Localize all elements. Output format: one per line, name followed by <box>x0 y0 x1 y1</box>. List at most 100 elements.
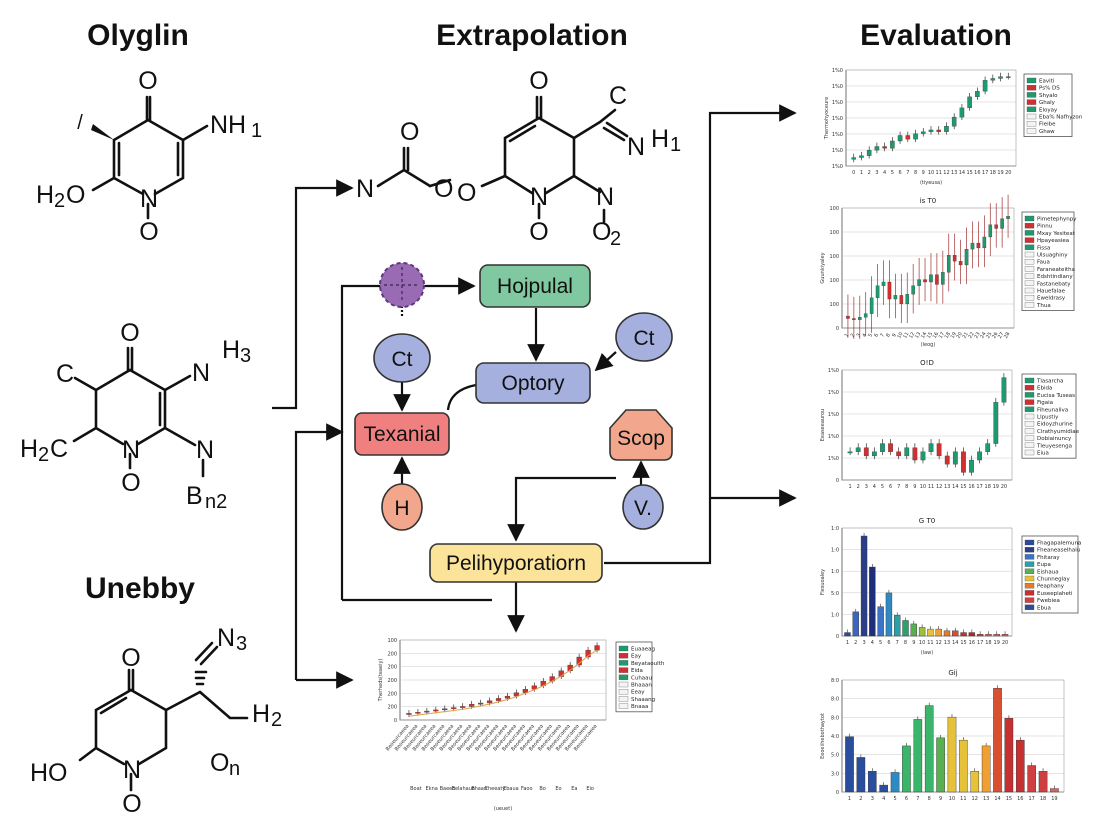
legend-label: Ebua <box>1037 605 1051 611</box>
legend-label: Tleuyesenga <box>1036 443 1072 449</box>
y-tick-label: 1%0 <box>828 412 839 418</box>
legend-label: Ebida <box>1037 386 1052 392</box>
candle-body <box>874 146 880 151</box>
atom: B <box>186 482 203 510</box>
x-tick-label: 8 <box>904 640 907 646</box>
candle-body <box>899 295 904 305</box>
candle-body <box>936 129 942 132</box>
y-tick-label: 8:0 <box>831 678 839 684</box>
x-tick-label: 18 <box>1040 796 1046 802</box>
x-tick-label: Ebaua <box>503 786 519 792</box>
legend-label: Cuhaau <box>631 675 652 681</box>
x-tick-label: 1 <box>860 170 863 176</box>
x-tick-label: 24 <box>979 331 987 340</box>
candle-body <box>959 107 965 118</box>
candle-body <box>522 689 529 693</box>
candle-body <box>976 242 981 249</box>
bar <box>927 628 934 637</box>
atom: 3 <box>240 345 251 367</box>
x-tick-label: 20 <box>1005 170 1011 176</box>
x-tick-label: 4 <box>882 796 885 802</box>
legend-swatch <box>1024 554 1035 560</box>
x-tick-label: 15 <box>966 170 972 176</box>
candle-body <box>928 443 934 452</box>
y-tick-label: 8:0 <box>831 715 839 721</box>
x-tick-label: 8 <box>928 796 931 802</box>
candle-body <box>872 451 877 457</box>
candle-body <box>887 281 892 300</box>
bar <box>885 592 893 637</box>
atom: 2 <box>38 444 49 466</box>
candle-body <box>912 447 918 461</box>
legend-label: Fheaneaselhalu <box>1037 548 1080 554</box>
y-tick-label: 100 <box>387 638 397 644</box>
bar <box>959 739 968 793</box>
x-tick-label: 4 <box>883 170 886 176</box>
candle-body <box>881 281 886 286</box>
bar <box>993 634 1000 637</box>
candle-body <box>905 135 911 140</box>
x-tick-label: Eio <box>586 786 594 792</box>
atom: C <box>609 82 627 110</box>
y-tick-label: 1:0 <box>831 526 839 532</box>
chart-6: Therheds(teaeiy)(ueuet)10020020020020020… <box>378 638 665 812</box>
legend-swatch <box>1024 435 1035 441</box>
x-tick-label: 9 <box>939 796 942 802</box>
y-tick-label: 200 <box>387 691 397 697</box>
bar <box>856 757 866 793</box>
atom: C <box>56 360 74 388</box>
legend-swatch <box>1024 244 1035 250</box>
legend-label: Hauefalae <box>1037 289 1066 295</box>
legend-label: Shyalo <box>1039 93 1058 99</box>
candle-body <box>863 313 868 318</box>
x-tick-label: 7 <box>897 484 900 490</box>
candle-body <box>406 713 412 715</box>
candle-body <box>998 76 1003 79</box>
candle-body <box>982 80 988 92</box>
candle-body <box>929 274 933 283</box>
legend-swatch <box>1024 399 1035 405</box>
candle-body <box>917 279 921 286</box>
atom: N <box>123 756 141 784</box>
legend-label: Fissa <box>1037 245 1050 251</box>
bar <box>844 632 851 637</box>
bar <box>910 623 918 637</box>
bar <box>845 736 854 793</box>
candle-body <box>936 443 942 457</box>
y-tick-label: 100 <box>829 278 839 284</box>
legend-swatch <box>1024 385 1035 391</box>
candle-body <box>1005 76 1011 78</box>
chart-5: GijEeoeiihebothaytot8:08:08:04:05:03:001… <box>820 669 1065 802</box>
bar <box>993 688 1002 793</box>
x-tick-label: 11 <box>936 170 942 176</box>
chart-panels: Thermohyoceure(tiyeusa)1%01%01%01%01%01%… <box>378 68 1083 812</box>
x-tick-label: 26 <box>991 331 999 340</box>
atom: N <box>196 436 214 464</box>
candle-body <box>858 317 862 320</box>
candle-body <box>951 116 957 127</box>
bar <box>947 716 957 793</box>
candle-body <box>585 649 591 658</box>
x-tick-label: 16 <box>969 640 975 646</box>
legend-label: Mxay Yesiteat <box>1037 231 1076 237</box>
atom: H <box>222 336 240 364</box>
legend-swatch <box>1024 428 1035 434</box>
legend-swatch <box>618 667 629 673</box>
legend-swatch <box>1024 302 1035 308</box>
candle-body <box>985 443 991 452</box>
legend-swatch <box>1026 106 1037 112</box>
bar <box>877 606 884 637</box>
x-tick-label: 17 <box>976 484 982 490</box>
atom: O <box>66 181 85 209</box>
x-tick-label: Bo <box>539 786 546 792</box>
legend-label: Faraneateitha <box>1037 267 1075 273</box>
legend-swatch <box>1024 604 1035 610</box>
x-tick-label: Ekna <box>426 786 438 792</box>
legend-label: Figaia <box>1037 400 1053 406</box>
legend-swatch <box>1024 413 1035 420</box>
x-tick-label: 15 <box>926 331 934 340</box>
legend-swatch <box>1024 583 1035 589</box>
legend-label: Fhitaray <box>1037 555 1060 561</box>
candle-body <box>875 285 880 298</box>
atom: O <box>121 469 140 497</box>
